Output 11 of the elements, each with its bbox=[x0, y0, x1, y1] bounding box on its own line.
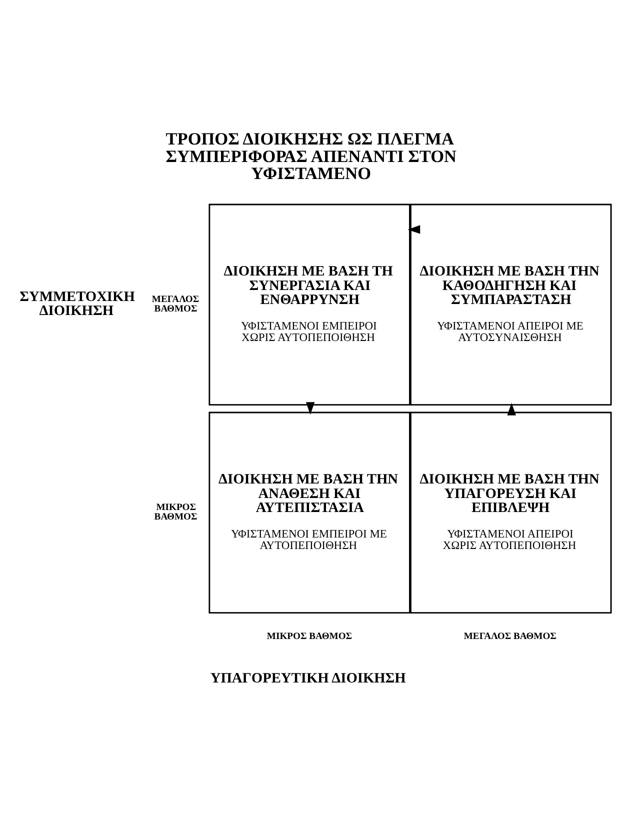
label: ΜΙΚΡΟΣ ΒΑΘΜΟΣ bbox=[154, 502, 198, 522]
label: ΜΕΓΑΛΟΣ ΒΑΘΜΟΣ bbox=[464, 631, 556, 642]
node-box: ΔΙΟΙΚΗΣΗ ΜΕ ΒΑΣΗ ΤΗΝ ΑΝΑΘΕΣΗ ΚΑΙ ΑΥΤΕΠΙΣΤΑΣΙΑ ΥΦΙΣΤΑΜΕΝΟΙ ΕΜΠΕΙΡΟΙ ΜΕ ΑΥΤΟΠΕΠΟΙΘΗΣΗ bbox=[208, 412, 410, 614]
label: ΜΕΓΑΛΟΣ ΒΑΘΜΟΣ bbox=[152, 294, 200, 314]
diagram-title: ΤΡΟΠΟΣ ΔΙΟΙΚΗΣΗΣ ΩΣ ΠΛΕΓΜΑ ΣΥΜΠΕΡΙΦΟΡΑΣ ΑΠΕΝΑΝΤΙ ΣΤΟΝ ΥΦΙΣΤΑΜΕΝΟ bbox=[166, 130, 456, 184]
arrow bbox=[408, 225, 420, 234]
label: ΥΠΑΓΟΡΕΥΤΙΚΗ ΔΙΟΙΚΗΣΗ bbox=[210, 670, 406, 686]
arrow bbox=[507, 402, 516, 416]
label: ΣΥΜΜΕΤΟΧΙΚΗ ΔΙΟΙΚΗΣΗ bbox=[20, 288, 135, 320]
arrow bbox=[306, 402, 315, 415]
label: ΜΙΚΡΟΣ ΒΑΘΜΟΣ bbox=[266, 631, 352, 642]
